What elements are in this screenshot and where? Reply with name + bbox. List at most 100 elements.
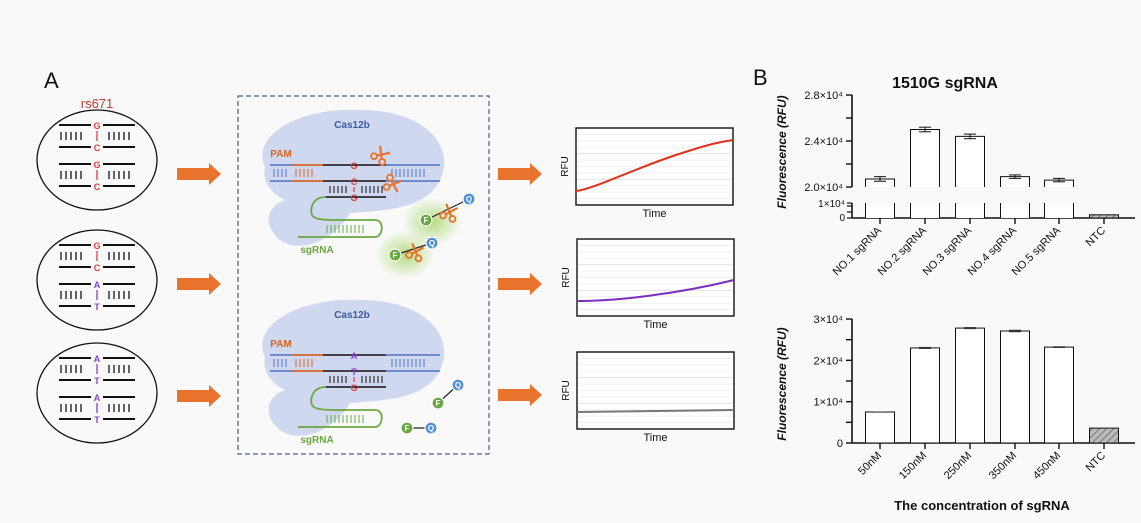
fluorescence-curve bbox=[576, 279, 735, 302]
base-top: A bbox=[94, 393, 101, 403]
sgrna-strand bbox=[298, 196, 383, 238]
guide-base: G bbox=[350, 383, 357, 393]
bar bbox=[1000, 330, 1030, 444]
y-tick-label: 1×10⁴ bbox=[818, 199, 845, 210]
svg-text:F: F bbox=[405, 424, 410, 433]
y-axis-label: RFU bbox=[561, 267, 572, 288]
scissors-icon bbox=[439, 203, 459, 223]
base-bottom: C bbox=[94, 263, 101, 273]
cas12b-protein bbox=[262, 109, 445, 246]
base-top: A bbox=[94, 354, 101, 364]
bar-upper bbox=[955, 135, 985, 187]
svg-text:F: F bbox=[424, 216, 429, 225]
x-axis-label: The concentration of sgRNA bbox=[894, 498, 1070, 513]
quencher-icon bbox=[425, 236, 439, 250]
base-bottom: C bbox=[94, 182, 101, 192]
protein-label: Cas12b bbox=[334, 310, 370, 321]
y-tick-label: 0 bbox=[839, 213, 845, 224]
scissors-icon bbox=[405, 242, 425, 263]
arrow-right-icon bbox=[177, 385, 221, 407]
bar bbox=[1044, 346, 1074, 444]
svg-text:Q: Q bbox=[466, 195, 472, 204]
dna-duplex: AT bbox=[59, 280, 135, 312]
fq-reporter: FQ bbox=[431, 378, 465, 410]
target-base-top: G bbox=[350, 161, 357, 171]
sgrna-label: sgRNA bbox=[300, 435, 333, 446]
dna-duplex: AT bbox=[59, 393, 135, 425]
base-top: G bbox=[93, 121, 100, 131]
fq-reporter: FQ bbox=[388, 236, 439, 263]
quencher-icon bbox=[424, 421, 438, 435]
bar bbox=[1089, 214, 1119, 219]
y-tick-label: 2×10⁴ bbox=[813, 355, 843, 367]
x-tick-label: 50nM bbox=[856, 450, 884, 478]
svg-text:Q: Q bbox=[455, 381, 461, 390]
fluorescence-curve bbox=[576, 409, 735, 413]
error-bar bbox=[874, 411, 886, 413]
guide-base: G bbox=[350, 193, 357, 203]
arrow-right-icon bbox=[498, 163, 542, 185]
y-axis-label: RFU bbox=[561, 380, 572, 401]
arrow-group bbox=[177, 163, 542, 407]
bar bbox=[865, 411, 895, 444]
base-top: G bbox=[93, 160, 100, 170]
fluorophore-icon bbox=[400, 421, 414, 435]
base-top: A bbox=[94, 280, 101, 290]
scissors-icon bbox=[370, 145, 391, 166]
bar-upper bbox=[910, 129, 940, 187]
cell-ellipse bbox=[36, 229, 158, 331]
bar bbox=[910, 347, 940, 444]
svg-text:Q: Q bbox=[428, 424, 434, 433]
y-tick-label: 2.8×10⁴ bbox=[804, 90, 843, 102]
y-tick-label: 0 bbox=[837, 438, 843, 450]
y-tick-label: 1×10⁴ bbox=[813, 397, 843, 409]
arrow-right-icon bbox=[498, 384, 542, 406]
mechanism-group: Cas12bPAMGCGsgRNAFQFQCas12bPAMATGsgRNAFQ… bbox=[262, 109, 476, 446]
bar bbox=[1089, 427, 1119, 444]
fluorescence-glow bbox=[375, 231, 435, 279]
pam-label: PAM bbox=[270, 149, 291, 160]
pam-label: PAM bbox=[270, 339, 291, 350]
fluorophore-icon bbox=[419, 213, 433, 227]
scissors-icon bbox=[382, 173, 403, 193]
y-tick-label: 3×10⁴ bbox=[813, 314, 843, 326]
cas12b-protein bbox=[262, 299, 445, 436]
fluorescence-curve bbox=[575, 139, 734, 192]
x-axis-label: Time bbox=[642, 208, 666, 220]
y-tick-label: 2.4×10⁴ bbox=[804, 136, 843, 148]
bar bbox=[955, 327, 985, 444]
target-base-bottom: C bbox=[351, 177, 358, 187]
error-bar bbox=[919, 346, 931, 349]
fluorophore-icon bbox=[431, 396, 445, 410]
x-axis-label: Time bbox=[643, 432, 667, 444]
cell-ellipse bbox=[36, 342, 158, 444]
x-tick-label: 350nM bbox=[987, 450, 1019, 482]
x-axis-label: Time bbox=[643, 319, 667, 331]
fq-reporter: FQ bbox=[419, 192, 476, 227]
error-bar bbox=[1009, 329, 1021, 333]
y-axis-label: Fluorescence (RFU) bbox=[775, 95, 789, 208]
bar bbox=[1044, 203, 1074, 218]
arrow-right-icon bbox=[498, 273, 542, 295]
bar bbox=[1000, 203, 1030, 218]
rfu-curve-3: RFU Time bbox=[561, 351, 735, 444]
svg-text:F: F bbox=[393, 251, 398, 260]
x-tick-label: 150nM bbox=[897, 450, 929, 482]
bar bbox=[910, 203, 940, 218]
x-tick-label: NTC bbox=[1084, 225, 1109, 250]
error-bar bbox=[964, 327, 976, 330]
target-base-top: A bbox=[351, 351, 358, 361]
base-bottom: T bbox=[94, 302, 100, 312]
arrow-right-icon bbox=[177, 273, 221, 295]
svg-text:Q: Q bbox=[429, 239, 435, 248]
arrow-right-icon bbox=[177, 163, 221, 185]
panel-a-label: A bbox=[44, 68, 59, 93]
